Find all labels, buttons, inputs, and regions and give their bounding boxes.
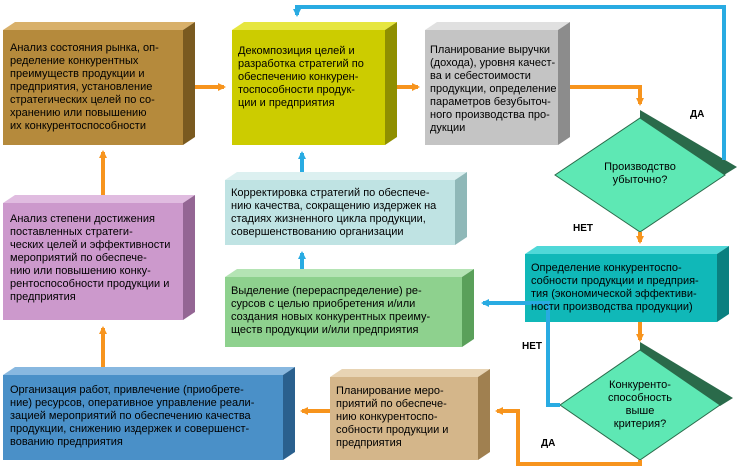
arrow-unprofitable-yes-to-decomposition xyxy=(293,5,726,160)
box-resource-allocation-text: Выделение (перераспределение) ре- сурсов… xyxy=(231,285,431,336)
arrow-criterion-no-to-resource xyxy=(481,299,560,407)
label-no-middle: НЕТ xyxy=(573,223,593,234)
label-no-left: НЕТ xyxy=(522,341,542,352)
arrow-criterion-to-measures xyxy=(495,407,642,466)
box-market-analysis-text: Анализ состояния рынка, оп- ределение ко… xyxy=(10,42,159,132)
blue-arrows xyxy=(293,5,726,407)
label-yes-top: ДА xyxy=(690,109,705,120)
orange-arrows xyxy=(99,83,644,466)
box-strategy-correction xyxy=(225,172,467,245)
box-market-analysis xyxy=(3,22,195,145)
box-goal-analysis xyxy=(3,195,195,320)
label-yes-bottom: ДА xyxy=(541,438,556,449)
box-work-organization xyxy=(3,367,295,460)
box-measures-planning-text: Планирование меро- приятий по обеспече- … xyxy=(336,385,449,449)
arrow-revenue-to-unprofitable xyxy=(570,85,644,106)
box-revenue-planning-text: Планирование выручки (дохода), уровня ка… xyxy=(430,44,557,134)
box-work-organization-text: Организация работ, привлечение (приобрет… xyxy=(10,384,255,448)
box-competitiveness-definition xyxy=(525,246,729,322)
box-decomposition xyxy=(232,22,397,145)
box-revenue-planning xyxy=(425,22,570,145)
decision-criterion xyxy=(559,342,733,461)
box-measures-planning xyxy=(330,369,490,460)
decision-unprofitable-text: Производство убыточно? xyxy=(604,161,676,186)
box-strategy-correction-text: Корректировка стратегий по обеспече- нию… xyxy=(231,187,437,238)
box-decomposition-text: Декомпозиция целей и разработка стратеги… xyxy=(238,45,364,109)
box-competitiveness-definition-text: Определение конкурентоспо- собности прод… xyxy=(531,262,699,313)
decision-criterion-text: Конкуренто- способность выше критерия? xyxy=(607,379,673,430)
box-resource-allocation xyxy=(225,269,474,347)
box-goal-analysis-text: Анализ степени достижения поставленных с… xyxy=(10,213,171,303)
